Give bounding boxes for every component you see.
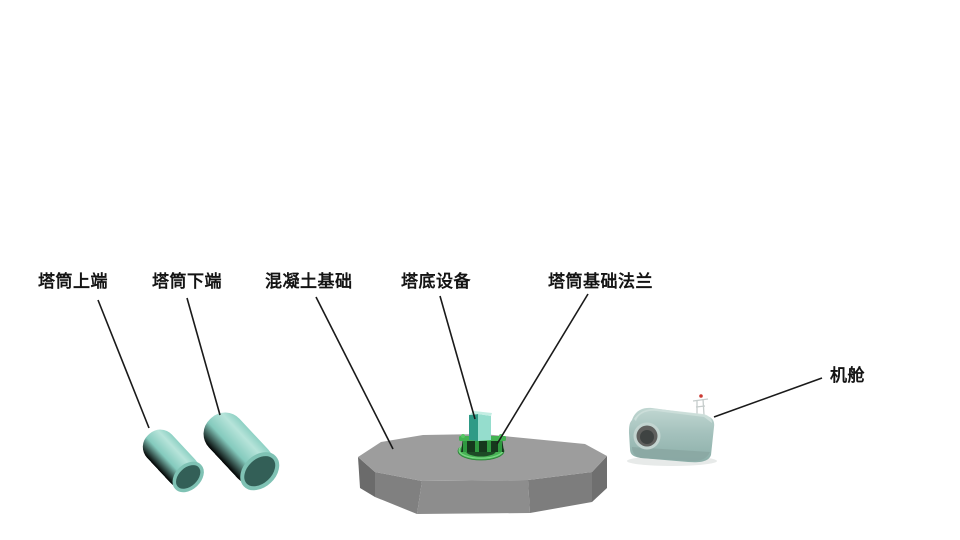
tower-base-equipment-box	[459, 411, 506, 452]
label-tower-lower: 塔筒下端	[152, 272, 222, 291]
leader-line-tower-lower	[186, 297, 221, 416]
leader-line-tower-base-equipment	[439, 295, 476, 420]
nacelle-bottom-shade	[632, 447, 710, 462]
anemometer-beacon	[699, 394, 703, 398]
slab-facet-front-right	[528, 472, 592, 513]
leader-line-tower-upper	[97, 299, 150, 429]
equipment-frame-shadow	[461, 438, 504, 452]
nacelle-top-highlight	[634, 408, 712, 423]
tower-upper-tube	[142, 429, 204, 493]
label-tower-base-equipment: 塔底设备	[401, 272, 471, 291]
slab-facet-front	[417, 480, 530, 514]
label-concrete-foundation: 混凝土基础	[265, 272, 353, 291]
nacelle-model	[627, 394, 717, 466]
equipment-leg	[487, 441, 491, 452]
leader-line-concrete-foundation	[315, 296, 394, 450]
label-tower-upper: 塔筒上端	[38, 272, 108, 291]
anemometer-icon	[692, 398, 709, 416]
tower-lower-tube	[203, 412, 280, 491]
equipment-leg	[498, 441, 502, 452]
equipment-leg	[475, 441, 479, 452]
hub-port-inner	[640, 430, 654, 444]
frame-bolt	[461, 434, 465, 438]
cabinet-right-face	[478, 414, 491, 441]
leader-line-nacelle	[713, 377, 823, 418]
concrete-foundation-slab	[358, 434, 607, 514]
leader-line-tower-foundation-flange	[496, 293, 589, 445]
slab-facet-right	[592, 456, 607, 502]
cabinet-left-face	[469, 414, 478, 441]
slab-facet-left	[358, 457, 375, 497]
label-tower-foundation-flange: 塔筒基础法兰	[548, 272, 653, 291]
cabinet-top-face	[469, 411, 492, 416]
label-nacelle: 机舱	[830, 366, 865, 385]
equipment-leg	[463, 441, 467, 452]
slab-facet-front-left	[375, 472, 422, 514]
